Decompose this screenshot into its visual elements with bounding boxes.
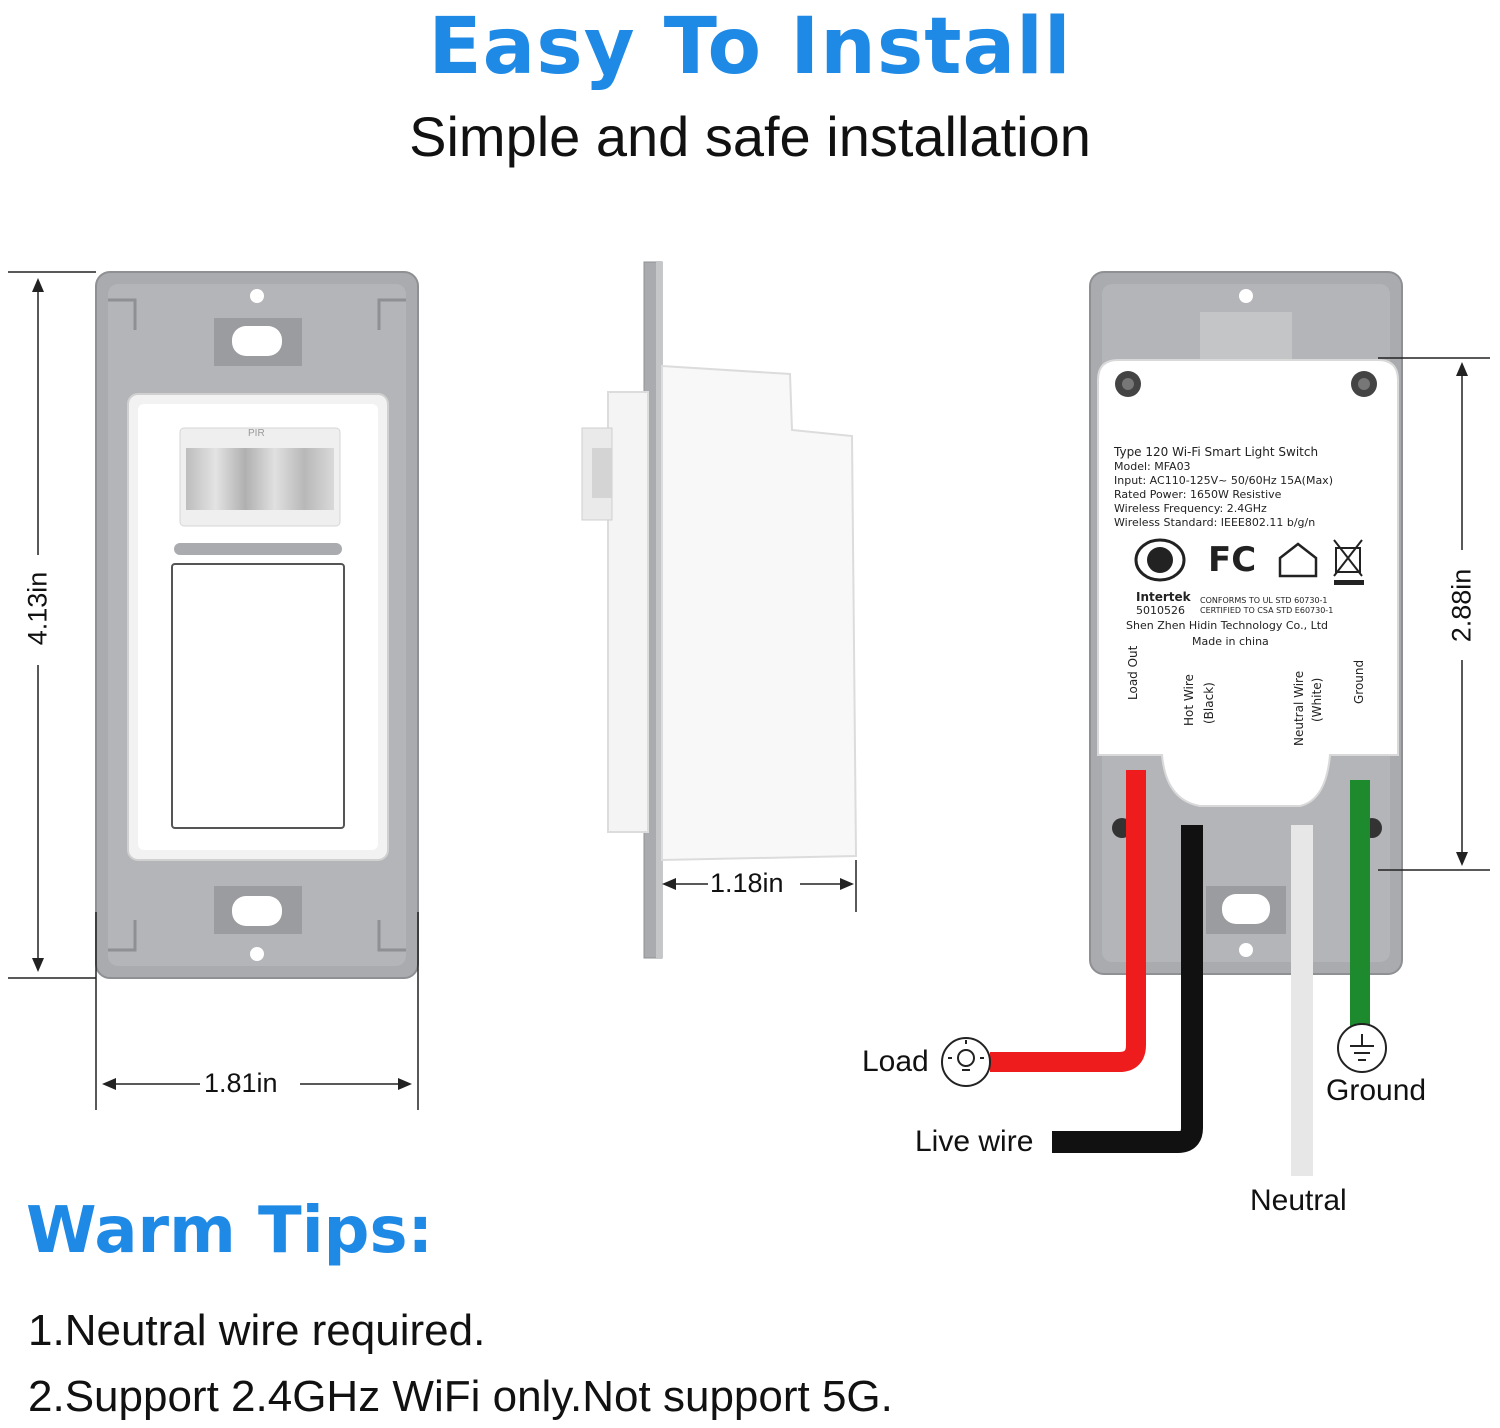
front-height-dimension: [8, 271, 96, 979]
origin: Made in china: [1192, 635, 1269, 648]
height-dimension-label: 4.13in: [22, 571, 53, 646]
conformity-2: CERTIFIED TO CSA STD E60730-1: [1200, 606, 1334, 615]
terminal-load-out: Load Out: [1126, 645, 1140, 700]
terminal-hot-wire-color: (Black): [1202, 682, 1216, 724]
ground-label: Ground: [1326, 1074, 1427, 1107]
pir-label: PIR: [248, 428, 265, 439]
box-height-dimension-label: 2.88in: [1446, 568, 1477, 643]
tips-heading: Warm Tips:: [26, 1194, 434, 1268]
terminal-ground: Ground: [1352, 659, 1366, 704]
fc-mark: FC: [1208, 540, 1257, 580]
live-wire-label: Live wire: [915, 1125, 1034, 1158]
front-width-dimension: [95, 912, 419, 1110]
tip-item: 2.Support 2.4GHz WiFi only.Not support 5…: [28, 1372, 893, 1421]
manufacturer: Shen Zhen Hidin Technology Co., Ltd: [1126, 619, 1329, 632]
load-label: Load: [862, 1045, 929, 1078]
lightbulb-icon: [941, 1037, 991, 1087]
conformity-1: CONFORMS TO UL STD 60730-1: [1200, 596, 1328, 605]
depth-dimension-label: 1.18in: [710, 868, 784, 899]
cert-number: 5010526: [1136, 604, 1185, 617]
tip-item: 1.Neutral wire required.: [28, 1306, 486, 1355]
spec-line-2: Model: MFA03: [1114, 460, 1191, 473]
side-depth-dimension: [662, 860, 857, 912]
front-view-switch: [95, 271, 419, 979]
terminal-neutral-wire: Neutral Wire: [1292, 670, 1306, 746]
page-title: Easy To Install: [428, 2, 1072, 92]
spec-line-5: Wireless Frequency: 2.4GHz: [1114, 502, 1267, 515]
side-view-switch: [581, 261, 858, 959]
spec-line-6: Wireless Standard: IEEE802.11 b/g/n: [1114, 516, 1316, 529]
spec-line-1: Type 120 Wi-Fi Smart Light Switch: [1114, 445, 1319, 459]
page-subtitle: Simple and safe installation: [409, 105, 1091, 168]
width-dimension-label: 1.81in: [204, 1068, 278, 1099]
cert-brand: Intertek: [1136, 590, 1191, 604]
ground-icon: [1337, 1023, 1387, 1073]
spec-line-3: Input: AC110-125V~ 50/60Hz 15A(Max): [1114, 474, 1333, 487]
spec-line-4: Rated Power: 1650W Resistive: [1114, 488, 1282, 501]
back-view-switch: [1089, 271, 1403, 975]
terminal-neutral-wire-color: (White): [1310, 677, 1324, 722]
back-height-dimension: [1378, 357, 1490, 871]
terminal-hot-wire: Hot Wire: [1182, 674, 1196, 726]
wires: [990, 770, 1370, 1176]
neutral-label: Neutral: [1250, 1184, 1347, 1217]
